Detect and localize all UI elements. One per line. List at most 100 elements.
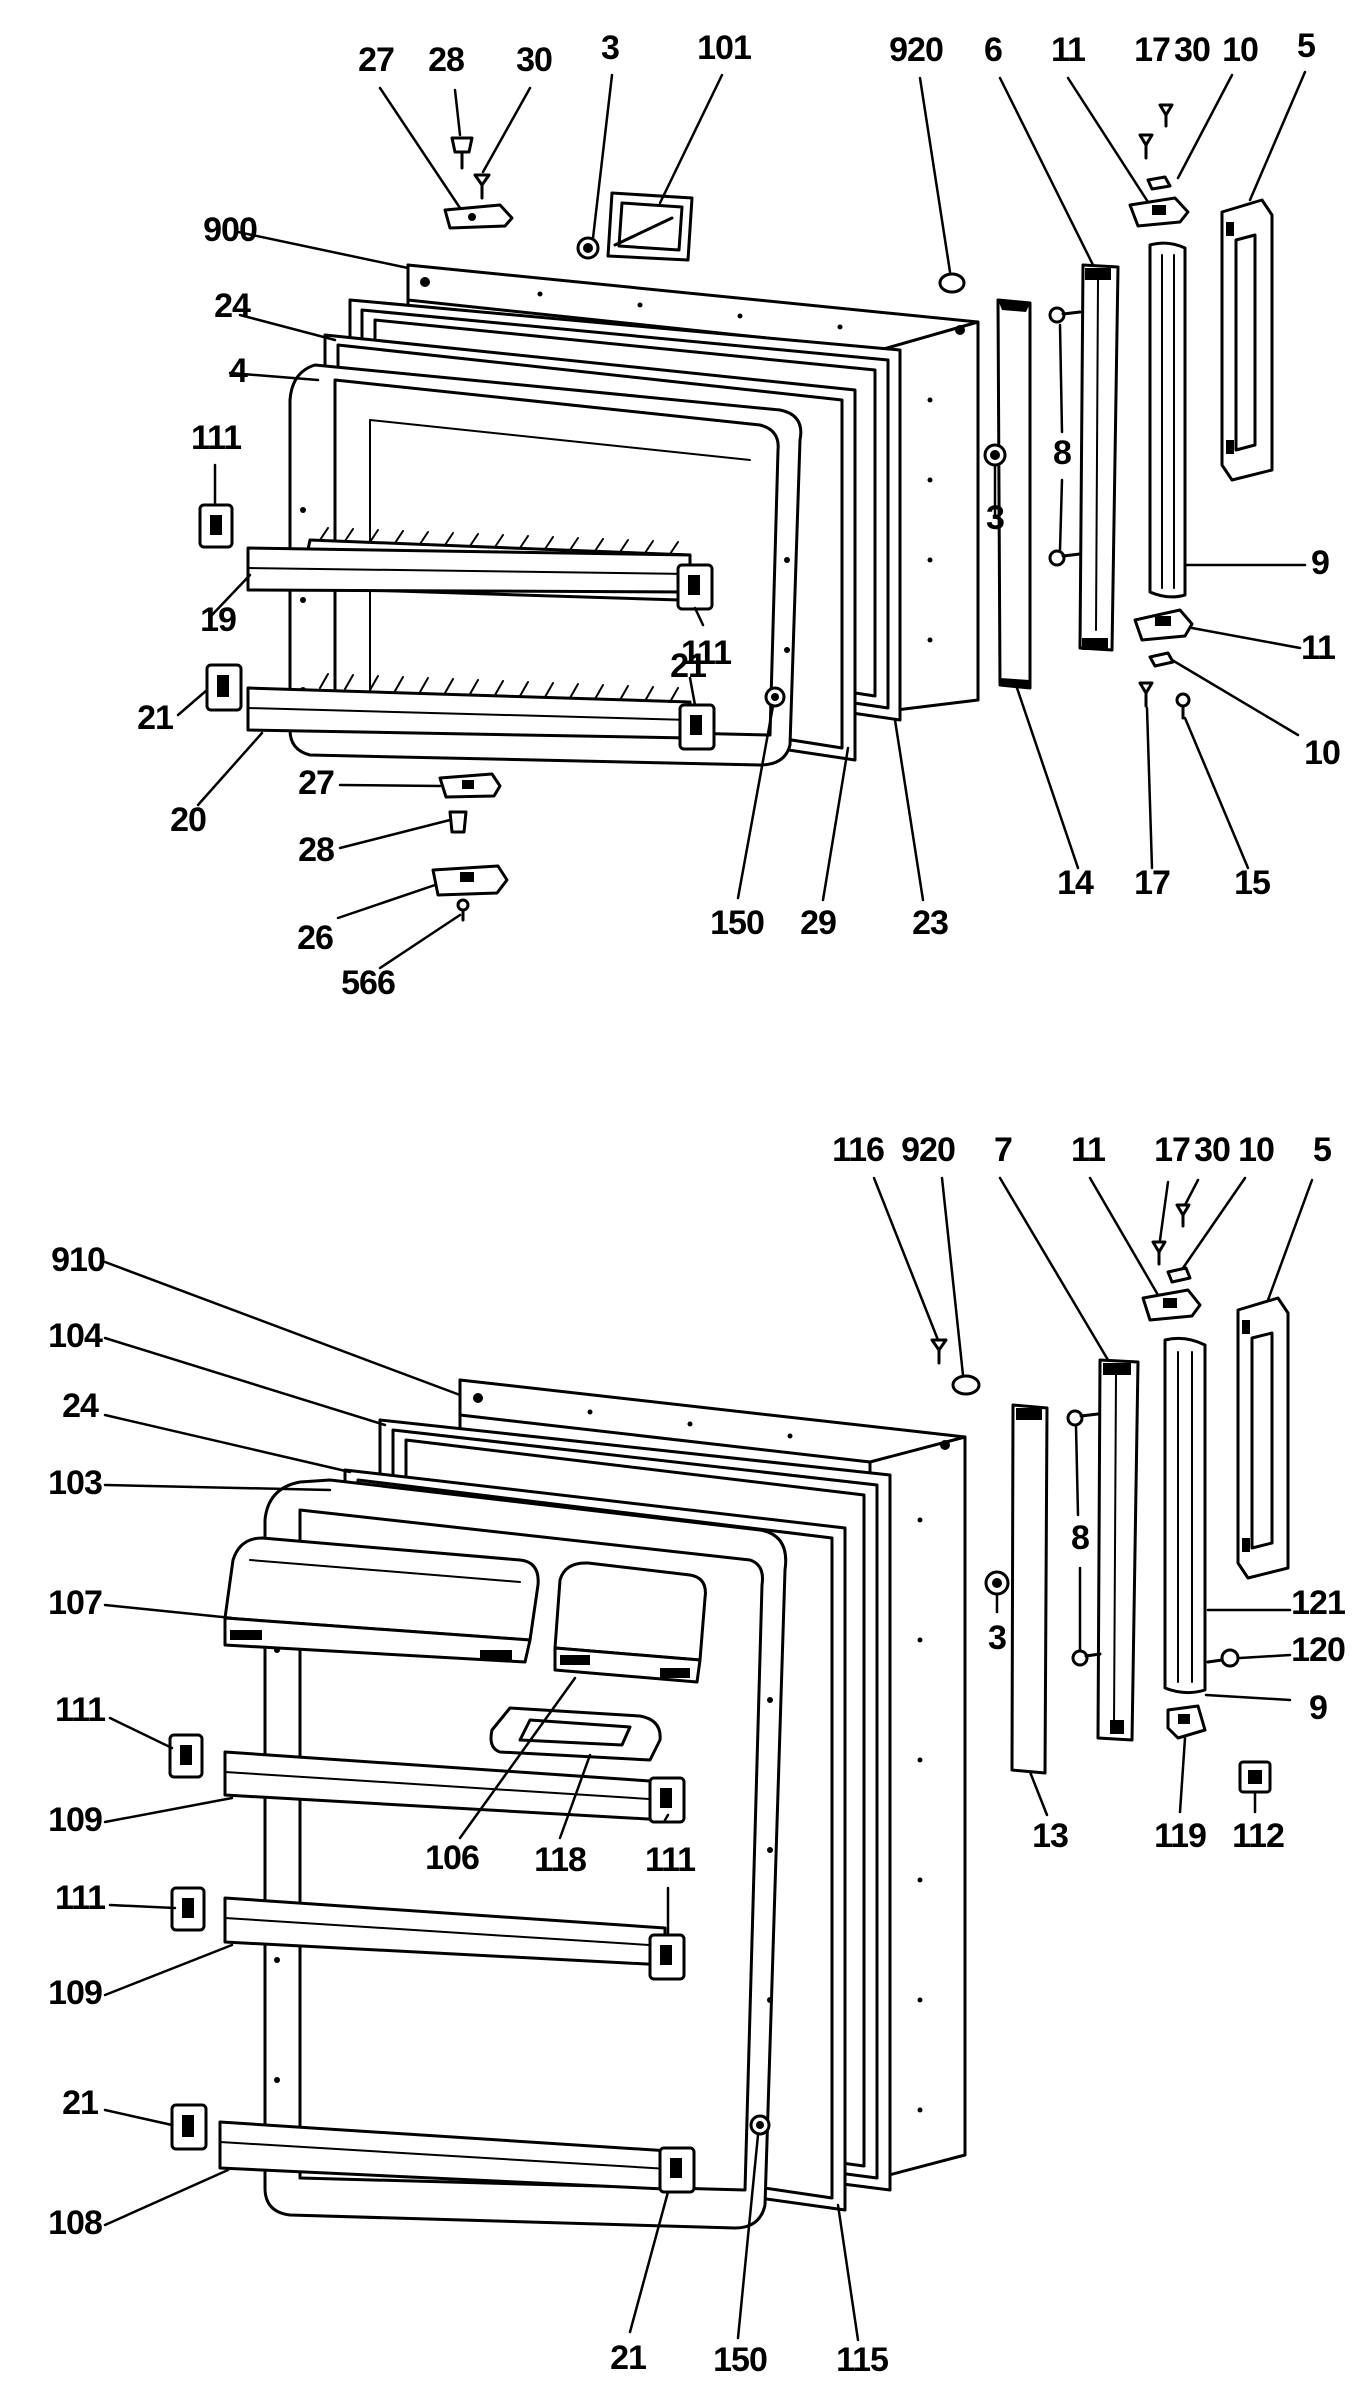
label-28-bottom: 28 xyxy=(298,831,334,869)
door-bin-107 xyxy=(223,1536,540,1664)
hinge-cover-14 xyxy=(996,298,1032,690)
label-21-bottom-center: 21 xyxy=(610,2339,646,2377)
screw-17-15-bottom xyxy=(1138,681,1191,720)
label-24-top: 24 xyxy=(214,287,251,325)
label-920-bottom: 920 xyxy=(901,1131,955,1169)
cap-920-bottom xyxy=(951,1374,981,1396)
label-5-bottom: 5 xyxy=(1313,1131,1331,1169)
label-27-bottom: 27 xyxy=(298,764,334,802)
label-26: 26 xyxy=(297,919,333,957)
plug-150 xyxy=(764,686,786,708)
label-920-top: 920 xyxy=(889,31,943,69)
label-17-top: 17 xyxy=(1134,31,1170,69)
label-5-top: 5 xyxy=(1297,27,1315,65)
label-107: 107 xyxy=(48,1584,102,1622)
label-108: 108 xyxy=(48,2204,102,2242)
label-17-bottom-door: 17 xyxy=(1154,1131,1190,1169)
label-9-top: 9 xyxy=(1311,544,1329,582)
label-119: 119 xyxy=(1154,1817,1206,1855)
label-8-bottom: 8 xyxy=(1071,1519,1089,1557)
label-17-bottom: 17 xyxy=(1134,864,1170,902)
label-900: 900 xyxy=(203,211,257,249)
shelf-bracket-111-right xyxy=(676,563,714,611)
shelf-bracket-111-left xyxy=(198,503,234,549)
label-21-top-left: 21 xyxy=(137,699,173,737)
label-111-top-left: 111 xyxy=(191,419,241,457)
label-29: 29 xyxy=(800,904,836,942)
door-handle-5-bottom xyxy=(1236,1296,1290,1580)
label-115: 115 xyxy=(836,2341,888,2379)
screw-8-bottom-upper xyxy=(1066,1409,1100,1427)
label-112: 112 xyxy=(1232,1817,1284,1855)
label-11-top: 11 xyxy=(1051,31,1085,69)
cap-920-top xyxy=(938,272,966,294)
screw-8-bottom-lower xyxy=(1071,1649,1102,1667)
door-shelf-20 xyxy=(246,673,692,740)
butter-lid-118 xyxy=(489,1706,662,1762)
label-9-bottom: 9 xyxy=(1309,1689,1327,1727)
door-stop-3-top xyxy=(576,236,600,260)
hinge-cap-11-top xyxy=(1128,196,1190,228)
label-111-bottom-right: 111 xyxy=(645,1841,695,1879)
label-101: 101 xyxy=(697,29,751,67)
label-7: 7 xyxy=(994,1131,1012,1169)
label-103: 103 xyxy=(48,1464,102,1502)
door-shelf-19 xyxy=(246,527,692,602)
shelf-bracket-21-left xyxy=(170,2103,208,2151)
label-13: 13 xyxy=(1032,1817,1068,1855)
screw-17-30-top xyxy=(1138,103,1174,160)
label-10-bottom: 10 xyxy=(1304,734,1340,772)
door-bin-106 xyxy=(553,1561,707,1684)
label-10-top: 10 xyxy=(1222,31,1258,69)
top-door-labels: 27 28 30 3 101 920 6 11 17 30 10 5 900 2… xyxy=(137,27,1341,1002)
label-21-top-right: 21 xyxy=(670,647,706,685)
label-150-bottom: 150 xyxy=(713,2341,767,2379)
label-111-bottom-left-lower: 111 xyxy=(55,1879,105,1917)
label-111-bottom-left-upper: 111 xyxy=(55,1691,105,1729)
label-106: 106 xyxy=(425,1839,479,1877)
handle-trim-9 xyxy=(1148,241,1187,599)
label-30-bottom-door: 30 xyxy=(1194,1131,1230,1169)
shim-10-bottom-door xyxy=(1166,1266,1192,1284)
screw-8-upper xyxy=(1048,306,1082,324)
label-910: 910 xyxy=(51,1241,105,1279)
label-3-side-bottom: 3 xyxy=(988,1619,1006,1657)
hinge-cap-119 xyxy=(1166,1704,1207,1740)
label-8-top: 8 xyxy=(1053,434,1071,472)
screw-120 xyxy=(1206,1648,1240,1668)
label-120: 120 xyxy=(1291,1631,1345,1669)
label-566: 566 xyxy=(341,964,395,1002)
label-23: 23 xyxy=(912,904,948,942)
hinge-bar-7 xyxy=(1096,1358,1140,1742)
label-27-top: 27 xyxy=(358,41,394,79)
shelf-bracket-111-right-upper xyxy=(648,1776,686,1824)
label-15: 15 xyxy=(1234,864,1270,902)
label-3-top: 3 xyxy=(601,29,619,67)
label-118: 118 xyxy=(534,1841,586,1879)
bottom-hinge-parts xyxy=(431,772,509,922)
hinge-cap-11-bottom xyxy=(1133,608,1194,642)
label-3-side-top: 3 xyxy=(986,499,1004,537)
hinge-cover-13 xyxy=(1010,1403,1049,1775)
fresh-food-door-assembly xyxy=(168,1203,1290,2230)
screw-116 xyxy=(930,1338,948,1365)
shelf-bracket-21-right xyxy=(678,703,716,751)
label-111-top-right: 111 xyxy=(681,634,731,672)
label-11-bottom-door: 11 xyxy=(1071,1131,1105,1169)
plug-150-bottom xyxy=(749,2114,771,2136)
shelf-bracket-111-left-lower xyxy=(170,1886,206,1932)
hinge-bar-6 xyxy=(1078,263,1120,652)
label-6: 6 xyxy=(984,31,1002,69)
screw-17-30-bottom-door xyxy=(1151,1203,1191,1266)
label-30-top-right: 30 xyxy=(1174,31,1210,69)
label-30-top: 30 xyxy=(516,41,552,79)
nameplate-101 xyxy=(606,191,694,262)
label-19: 19 xyxy=(200,601,236,639)
shim-10-top xyxy=(1146,175,1172,191)
label-109-lower: 109 xyxy=(48,1974,102,2012)
label-10-bottom-door: 10 xyxy=(1238,1131,1274,1169)
label-24-bottom: 24 xyxy=(62,1387,99,1425)
label-11-bottom: 11 xyxy=(1301,629,1335,667)
label-109-upper: 109 xyxy=(48,1801,102,1839)
